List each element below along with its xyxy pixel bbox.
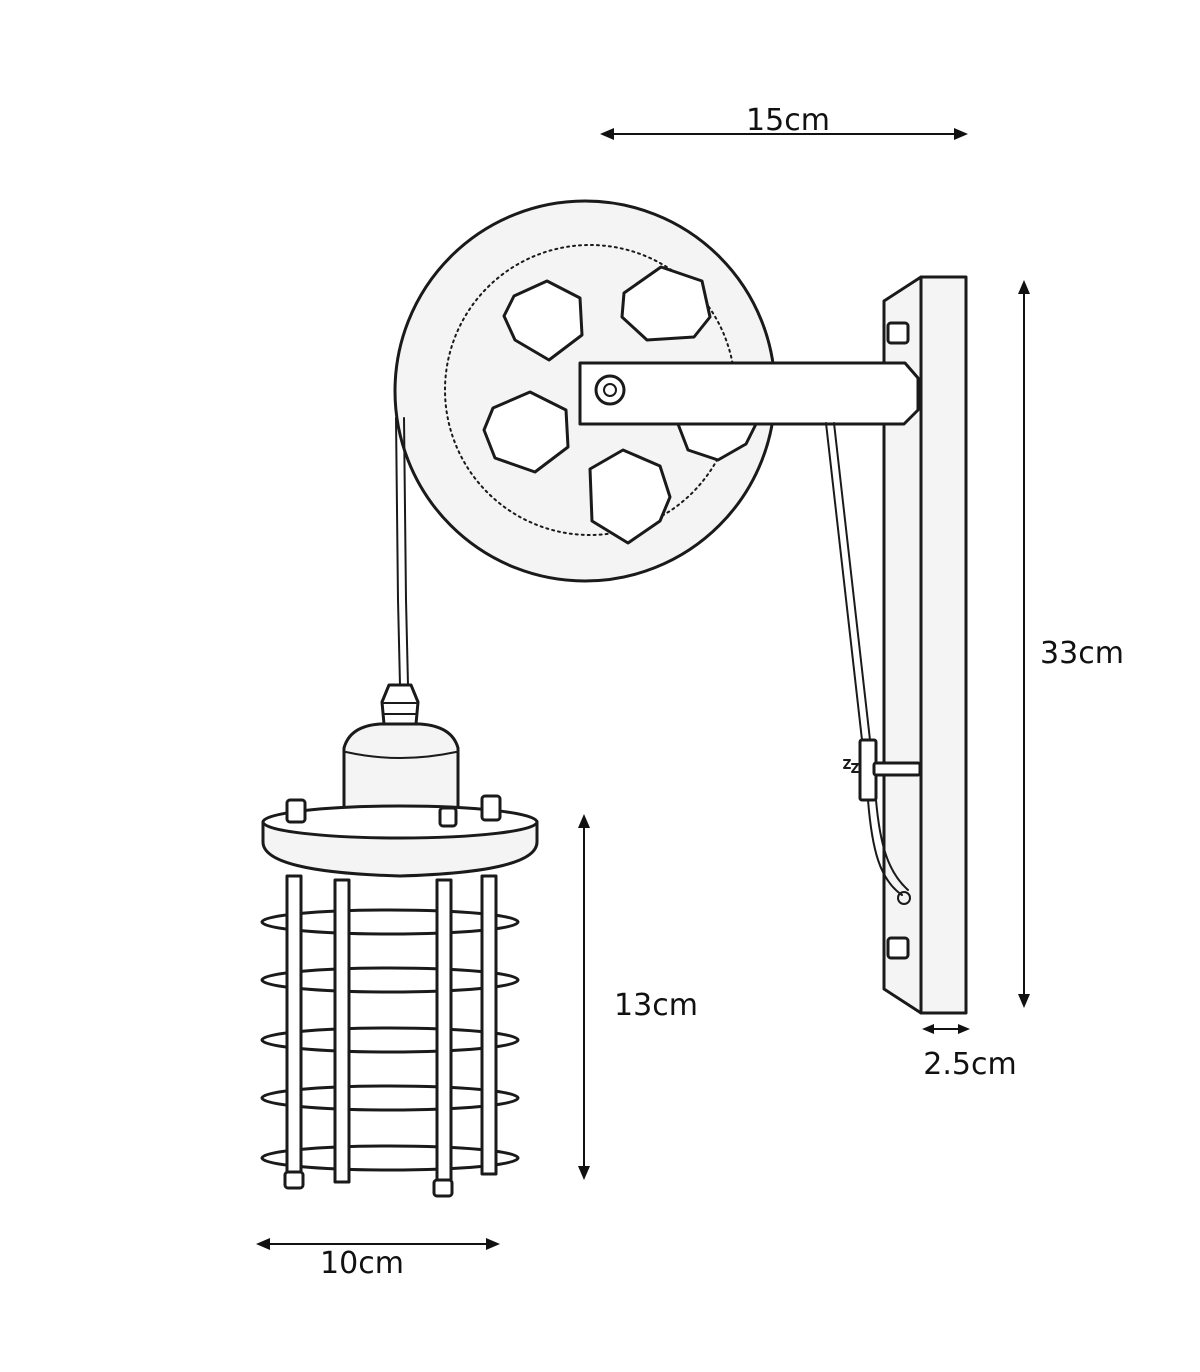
dimension-top-width: [600, 128, 968, 140]
cage-ring: [260, 1144, 520, 1172]
axle-bolt: [594, 374, 626, 406]
cage-bar: [333, 878, 351, 1184]
dimension-cage-height: [578, 814, 590, 1180]
cage-ring: [260, 1084, 520, 1112]
cables: [395, 417, 911, 905]
label-height: 33cm: [1040, 636, 1124, 671]
cage-ring: [260, 1026, 520, 1054]
cable-clamp: [843, 738, 922, 802]
cage-bar: [435, 878, 453, 1184]
cage-ring: [260, 966, 520, 994]
cage-ring: [260, 908, 520, 936]
dimension-height: [1018, 280, 1030, 1008]
dimension-plate-depth: [922, 1024, 970, 1034]
plate-screw-top: [886, 321, 910, 345]
plate-screw-bottom: [886, 936, 910, 960]
wheel-hole-1: [502, 279, 584, 362]
arm-bracket: [578, 361, 920, 426]
cage-bar: [480, 874, 498, 1176]
label-cage-width: 10cm: [320, 1246, 404, 1281]
wheel-hole-2: [620, 265, 712, 342]
hanging-cable: [395, 417, 401, 686]
label-cage-height: 13cm: [614, 988, 698, 1023]
wall-plate: [882, 275, 968, 1015]
lamp-cage: [260, 794, 539, 1198]
dimension-cage-width: [256, 1238, 500, 1250]
wheel-hole-3: [482, 390, 570, 474]
wheel-hole-5: [588, 448, 672, 545]
label-plate-depth: 2.5cm: [923, 1047, 1016, 1082]
cage-bar: [285, 874, 303, 1178]
label-top-width: 15cm: [746, 103, 830, 138]
